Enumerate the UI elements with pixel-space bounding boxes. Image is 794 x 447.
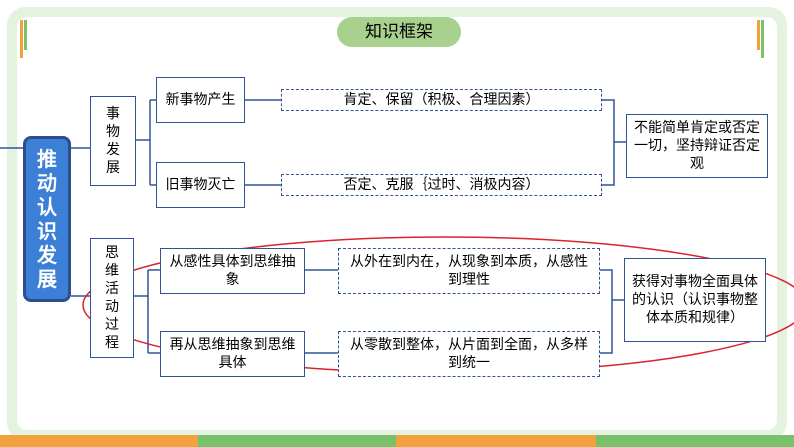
node-abstract-to-concrete: 再从思维抽象到思维具体 xyxy=(160,331,305,377)
node-label: 新事物产生 xyxy=(165,92,236,108)
node-label: 再从思维抽象到思维具体 xyxy=(169,337,296,371)
page-title: 知识框架 xyxy=(337,17,461,47)
detail-affirm: 肯定、保留（积极、合理因素） xyxy=(281,89,602,111)
detail-label: 肯定、保留（积极、合理因素） xyxy=(343,92,540,108)
conclusion-label: 不能简单肯定或否定一切，坚持辩证否定观 xyxy=(634,120,760,172)
conclusion-dialectical: 不能简单肯定或否定一切，坚持辩证否定观 xyxy=(626,114,768,178)
conclusion-comprehensive: 获得对事物全面具体的认识（认识事物整体本质和规律） xyxy=(624,258,766,342)
branch-label: 事物发展 xyxy=(106,106,120,176)
node-label: 旧事物灭亡 xyxy=(165,177,236,193)
detail-label: 否定、克服｛过时、消极内容） xyxy=(343,177,540,193)
main-node-label: 推动认识发展 xyxy=(37,147,57,291)
detail-label: 从零散到整体，从片面到全面，从多样到统一 xyxy=(350,337,588,371)
detail-negate: 否定、克服｛过时、消极内容） xyxy=(281,174,602,196)
detail-label: 从外在到内在，从现象到本质，从感性到理性 xyxy=(350,254,588,288)
node-new-thing: 新事物产生 xyxy=(156,77,245,123)
detail-external-to-internal: 从外在到内在，从现象到本质，从感性到理性 xyxy=(338,248,600,294)
bottom-color-bar xyxy=(0,435,794,447)
detail-scattered-to-whole: 从零散到整体，从片面到全面，从多样到统一 xyxy=(338,331,600,377)
node-old-thing: 旧事物灭亡 xyxy=(156,162,245,208)
branch-thing-development: 事物发展 xyxy=(90,96,136,186)
node-label: 从感性具体到思维抽象 xyxy=(169,254,296,288)
branch-label: 思维活动过程 xyxy=(105,245,119,351)
node-perceptual-to-abstract: 从感性具体到思维抽象 xyxy=(160,248,305,294)
branch-thinking-process: 思维活动过程 xyxy=(90,238,134,358)
conclusion-label: 获得对事物全面具体的认识（认识事物整体本质和规律） xyxy=(632,274,758,326)
main-node: 推动认识发展 xyxy=(23,136,71,302)
